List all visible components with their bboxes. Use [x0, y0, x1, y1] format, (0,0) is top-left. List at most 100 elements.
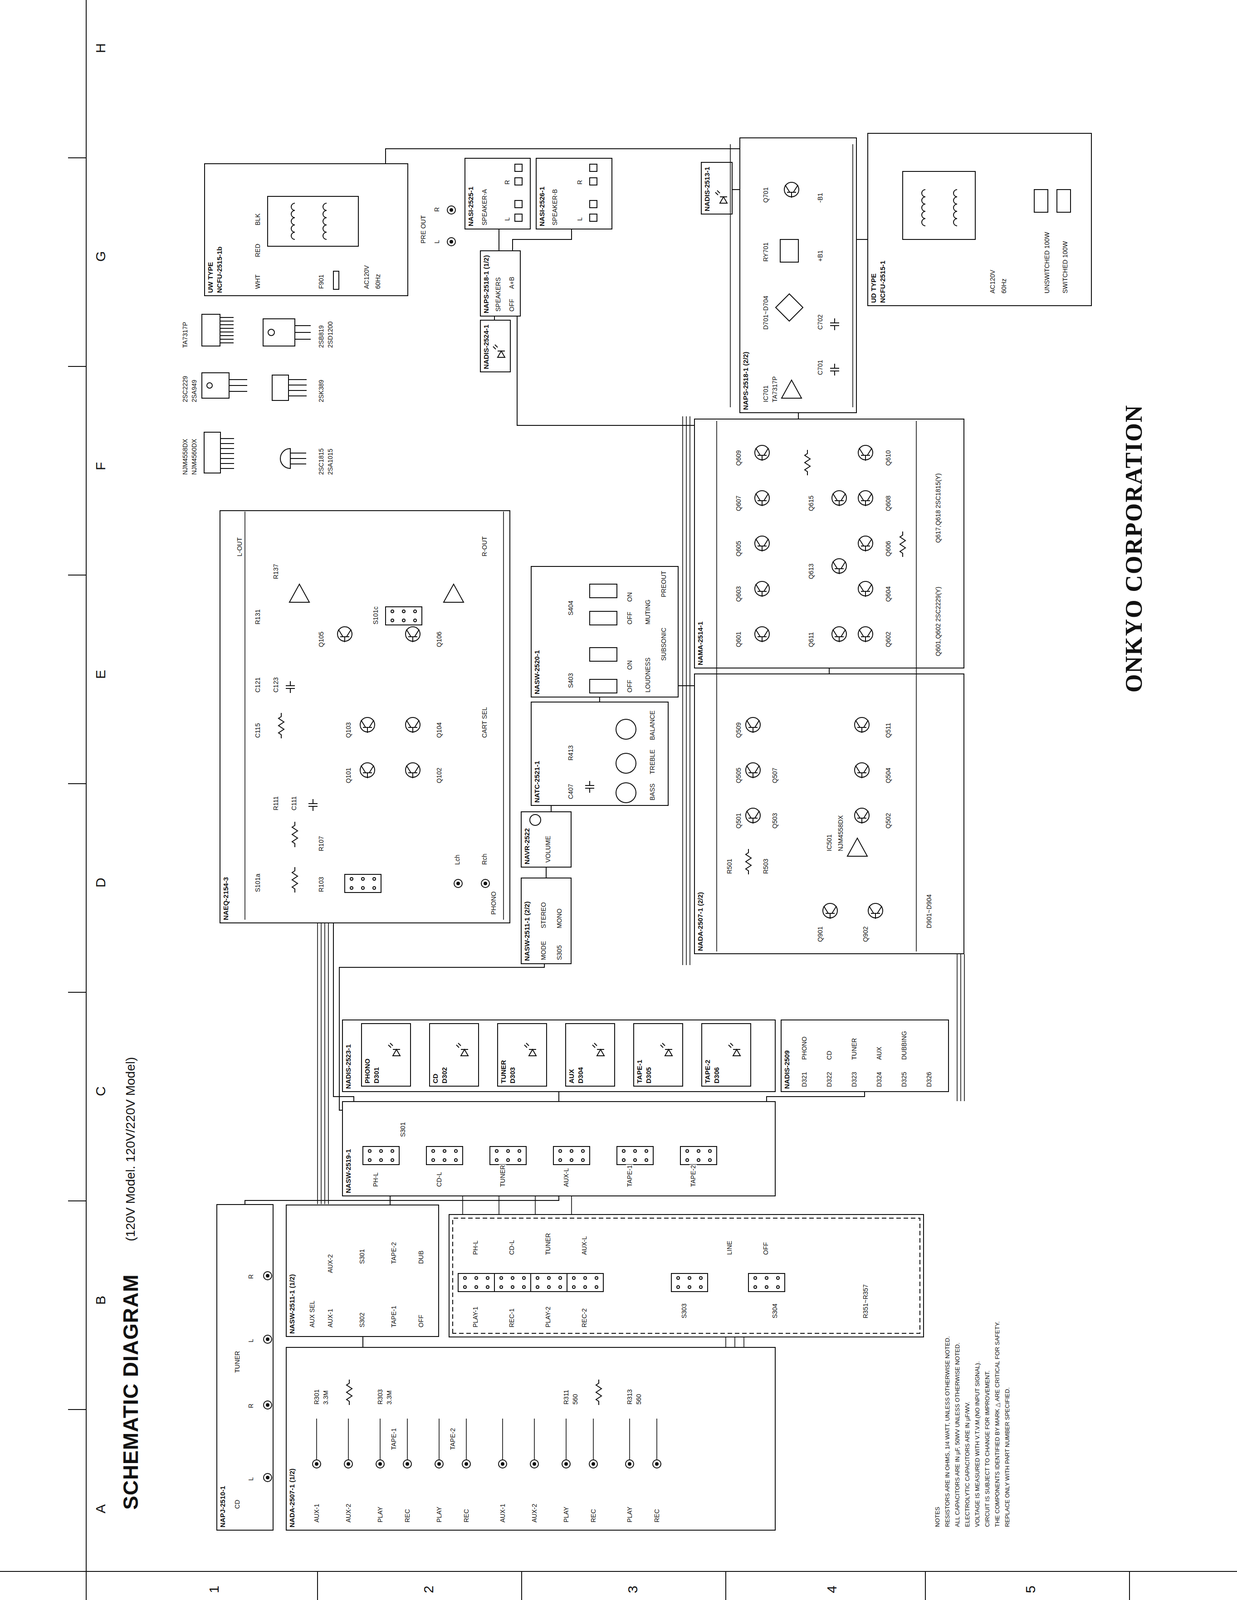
component-label: 60Hz — [1000, 278, 1008, 294]
component-label: C111 — [290, 796, 298, 812]
notes-text: CIRCUIT IS SUBJECT TO CHANGE FOR IMPROVE… — [984, 1370, 992, 1528]
component-label: L — [503, 216, 511, 222]
component-label: AUX — [875, 1046, 883, 1061]
grid-reference: B — [92, 1295, 109, 1306]
component-label: Q106 — [435, 631, 443, 648]
component-label: TUNER — [498, 1164, 507, 1188]
component-label: R — [503, 179, 511, 186]
component-label: BLK — [254, 213, 262, 226]
led-symbols — [388, 1043, 401, 1057]
component-label: PLAY — [435, 1506, 443, 1524]
switch-wafers — [458, 1273, 495, 1292]
notes-text: ELECTROLYTIC CAPACITORS ARE IN µF/WV. — [964, 1401, 972, 1528]
component-label: TA7317P — [181, 321, 189, 349]
component-label: AC120V — [988, 269, 997, 294]
passive-symbols — [292, 821, 298, 848]
jack-symbols — [589, 1460, 598, 1469]
component-label: Q605 — [734, 540, 743, 558]
board-name: NASW-2519-1 — [344, 1148, 353, 1195]
signal-bus — [316, 1418, 657, 1461]
circuit-board-box: NADIS-2513-1 — [700, 161, 733, 215]
component-label: LINE — [725, 1240, 734, 1256]
notes-text: THE COMPONENTS IDENTIFIED BY MARK △ ARE … — [994, 1321, 1002, 1528]
notes-text: VOLTAGE IS MEASURED WITH V.T.V.M.(NO INP… — [974, 1361, 982, 1528]
component-label: R107 — [317, 836, 325, 852]
component-label: C407 — [567, 783, 575, 800]
jack-symbols — [435, 1460, 444, 1469]
component-label: Q103 — [344, 722, 353, 739]
component-label: S404 — [567, 600, 575, 617]
component-label: R301 — [312, 1389, 321, 1406]
grid-reference: 3 — [625, 1585, 641, 1594]
passive-symbols — [278, 713, 284, 739]
component-label: R — [433, 206, 441, 213]
grid-reference: 5 — [1022, 1585, 1039, 1594]
notes-text: ALL CAPACITORS ARE IN µF, 50WV UNLESS OT… — [954, 1342, 962, 1529]
component-label: D901~D904 — [925, 894, 933, 929]
grid-reference: D — [92, 877, 109, 889]
component-label: UNSWITCHED 100W — [1043, 231, 1051, 294]
passive-symbols — [899, 531, 906, 558]
part-outline-drawing — [204, 432, 221, 474]
transistor-symbols — [405, 626, 421, 643]
component-label: Q102 — [435, 767, 443, 784]
component-label: Rch — [480, 853, 489, 866]
component-label: TA7317P — [771, 376, 779, 403]
speaker-terminals — [589, 164, 597, 172]
wire-connector — [545, 867, 547, 878]
component-label: TAPE-1 — [390, 1427, 398, 1451]
component-label: MUTING — [644, 599, 652, 626]
shield-box — [449, 1214, 924, 1338]
part-outline-drawing — [201, 372, 230, 399]
circuit-board-box: NADIS-2523-1PHONOD301CDD302TUNERD303AUXD… — [342, 1019, 776, 1093]
component-label: REC — [462, 1508, 470, 1524]
component-label: LOUDNESS — [644, 657, 652, 694]
component-label: D321 — [800, 1071, 808, 1088]
component-label: R — [247, 1274, 255, 1280]
switch-wafers — [589, 611, 617, 626]
transistor-symbols — [858, 490, 873, 507]
signal-bus — [957, 954, 965, 1102]
wire-connector — [797, 413, 799, 419]
component-label: ON — [625, 591, 634, 603]
component-label: STEREO — [539, 901, 548, 929]
shield-box — [449, 1214, 924, 1338]
jack-symbols — [344, 1460, 353, 1469]
component-label: D323 — [850, 1071, 858, 1088]
switch-wafers — [589, 584, 617, 598]
component-label: 2SA949 — [190, 379, 198, 403]
component-label: 2SB819 — [317, 324, 325, 349]
component-label: S305 — [555, 944, 563, 961]
board-name: NADIS-2509 — [782, 1049, 792, 1091]
component-label: SWITCHED 100W — [1061, 240, 1069, 294]
component-label: R131 — [254, 609, 262, 626]
component-label: L — [576, 216, 584, 222]
board-name: NADIS-2513-1 — [703, 166, 712, 213]
board-name: NAPS-2518-1 (2/2) — [741, 351, 750, 411]
component-label: S304 — [771, 1303, 779, 1320]
component-label: Q502 — [884, 812, 892, 830]
board-name: D302 — [440, 1066, 449, 1085]
board-name: TAPE-1 — [635, 1059, 644, 1085]
component-label: Q601,Q602 2SC2229(Y) — [934, 586, 942, 657]
transistor-symbols — [858, 581, 873, 597]
component-label: TAPE-1 — [625, 1164, 634, 1188]
component-label: PH-L — [471, 1240, 480, 1256]
passive-symbols — [830, 363, 840, 376]
component-label: SUBSONIC — [660, 627, 668, 662]
circuit-board-box: UD TYPENCFU-2515-1 — [867, 132, 1092, 307]
power-transformer — [267, 196, 359, 247]
switch-wafers — [344, 874, 382, 893]
component-label: PHONO — [489, 891, 498, 916]
component-label: R103 — [317, 876, 325, 893]
component-label: Q503 — [771, 812, 779, 830]
led-symbols — [728, 1043, 741, 1057]
component-label: +B1 — [816, 249, 824, 263]
component-label: PH-L — [371, 1172, 380, 1188]
speaker-terminals — [514, 200, 523, 208]
component-label: OFF — [508, 298, 516, 313]
speaker-terminals — [589, 177, 597, 186]
component-label: L-OUT — [235, 537, 244, 558]
wire-connector — [512, 229, 572, 251]
component-label: IC501 — [825, 834, 833, 852]
